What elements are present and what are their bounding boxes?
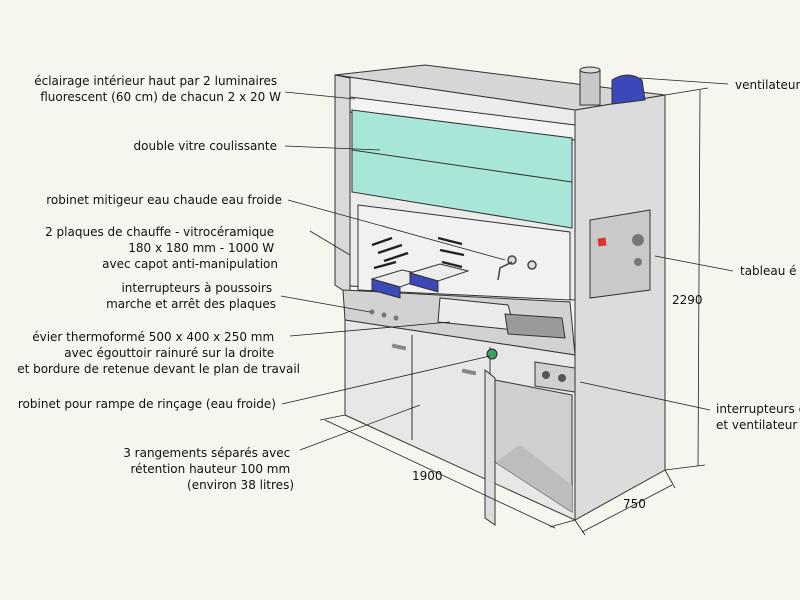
label-glass: double vitre coulissante xyxy=(134,139,277,153)
label-fan-switches: interrupteurs é et ventilateur xyxy=(716,402,800,432)
label-sink: évier thermoformé 500 x 400 x 250 mm ave… xyxy=(17,330,300,376)
label-panel: tableau é xyxy=(740,264,797,278)
open-door xyxy=(484,368,496,526)
label-push-switches: interrupteurs à poussoirs marche et arrê… xyxy=(106,281,276,311)
label-fan: ventilateur xyxy=(735,78,800,92)
fan-unit xyxy=(579,66,646,106)
label-hotplates: 2 plaques de chauffe - vitrocéramique 18… xyxy=(45,225,278,271)
width-dimension-line xyxy=(324,419,556,529)
dimension-width: 1900 xyxy=(412,469,443,483)
dimension-lines xyxy=(319,87,709,536)
fume-hood-illustration xyxy=(334,64,666,526)
dimension-depth: 750 xyxy=(623,497,646,511)
label-lighting: éclairage intérieur haut par 2 luminaire… xyxy=(34,74,281,104)
drain-board xyxy=(504,313,566,339)
label-storage: 3 rangements séparés avec rétention haut… xyxy=(123,446,294,492)
sliding-glass xyxy=(351,109,573,229)
push-switches xyxy=(369,309,399,321)
mixer-faucet xyxy=(497,255,537,281)
label-rinse-tap: robinet pour rampe de rinçage (eau froid… xyxy=(18,397,276,411)
electrical-panel xyxy=(589,209,651,299)
label-faucet: robinet mitigeur eau chaude eau froide xyxy=(46,193,282,207)
leader-lines xyxy=(280,77,734,451)
side-panel-right xyxy=(574,94,666,521)
callout-labels: éclairage intérieur haut par 2 luminaire… xyxy=(17,74,800,511)
height-dimension-line xyxy=(697,89,701,467)
hotplate-2 xyxy=(408,263,470,293)
rinse-tap xyxy=(486,348,498,360)
depth-dimension-line xyxy=(581,484,673,533)
dimension-height: 2290 xyxy=(672,293,703,307)
